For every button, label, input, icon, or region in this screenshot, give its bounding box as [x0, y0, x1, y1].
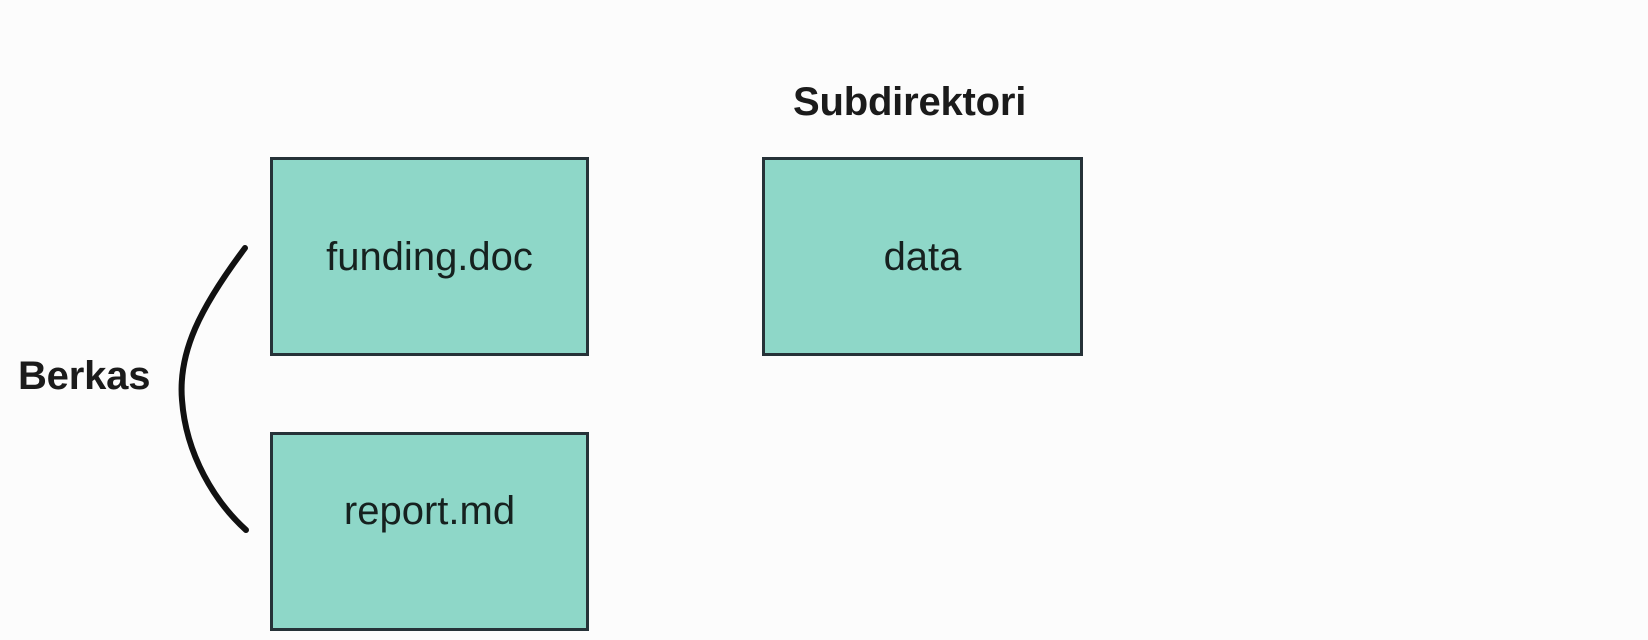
node-data-directory[interactable]: data	[762, 157, 1083, 356]
node-funding-doc[interactable]: funding.doc	[270, 157, 589, 356]
node-report-md[interactable]: report.md	[270, 432, 589, 631]
node-label: report.md	[343, 488, 516, 533]
node-label: funding.doc	[326, 234, 533, 279]
group-label-berkas: Berkas	[18, 354, 151, 398]
group-label-subdirektori: Subdirektori	[793, 80, 1027, 124]
left-curly-brace-icon	[178, 245, 249, 533]
node-label: data	[883, 234, 962, 279]
